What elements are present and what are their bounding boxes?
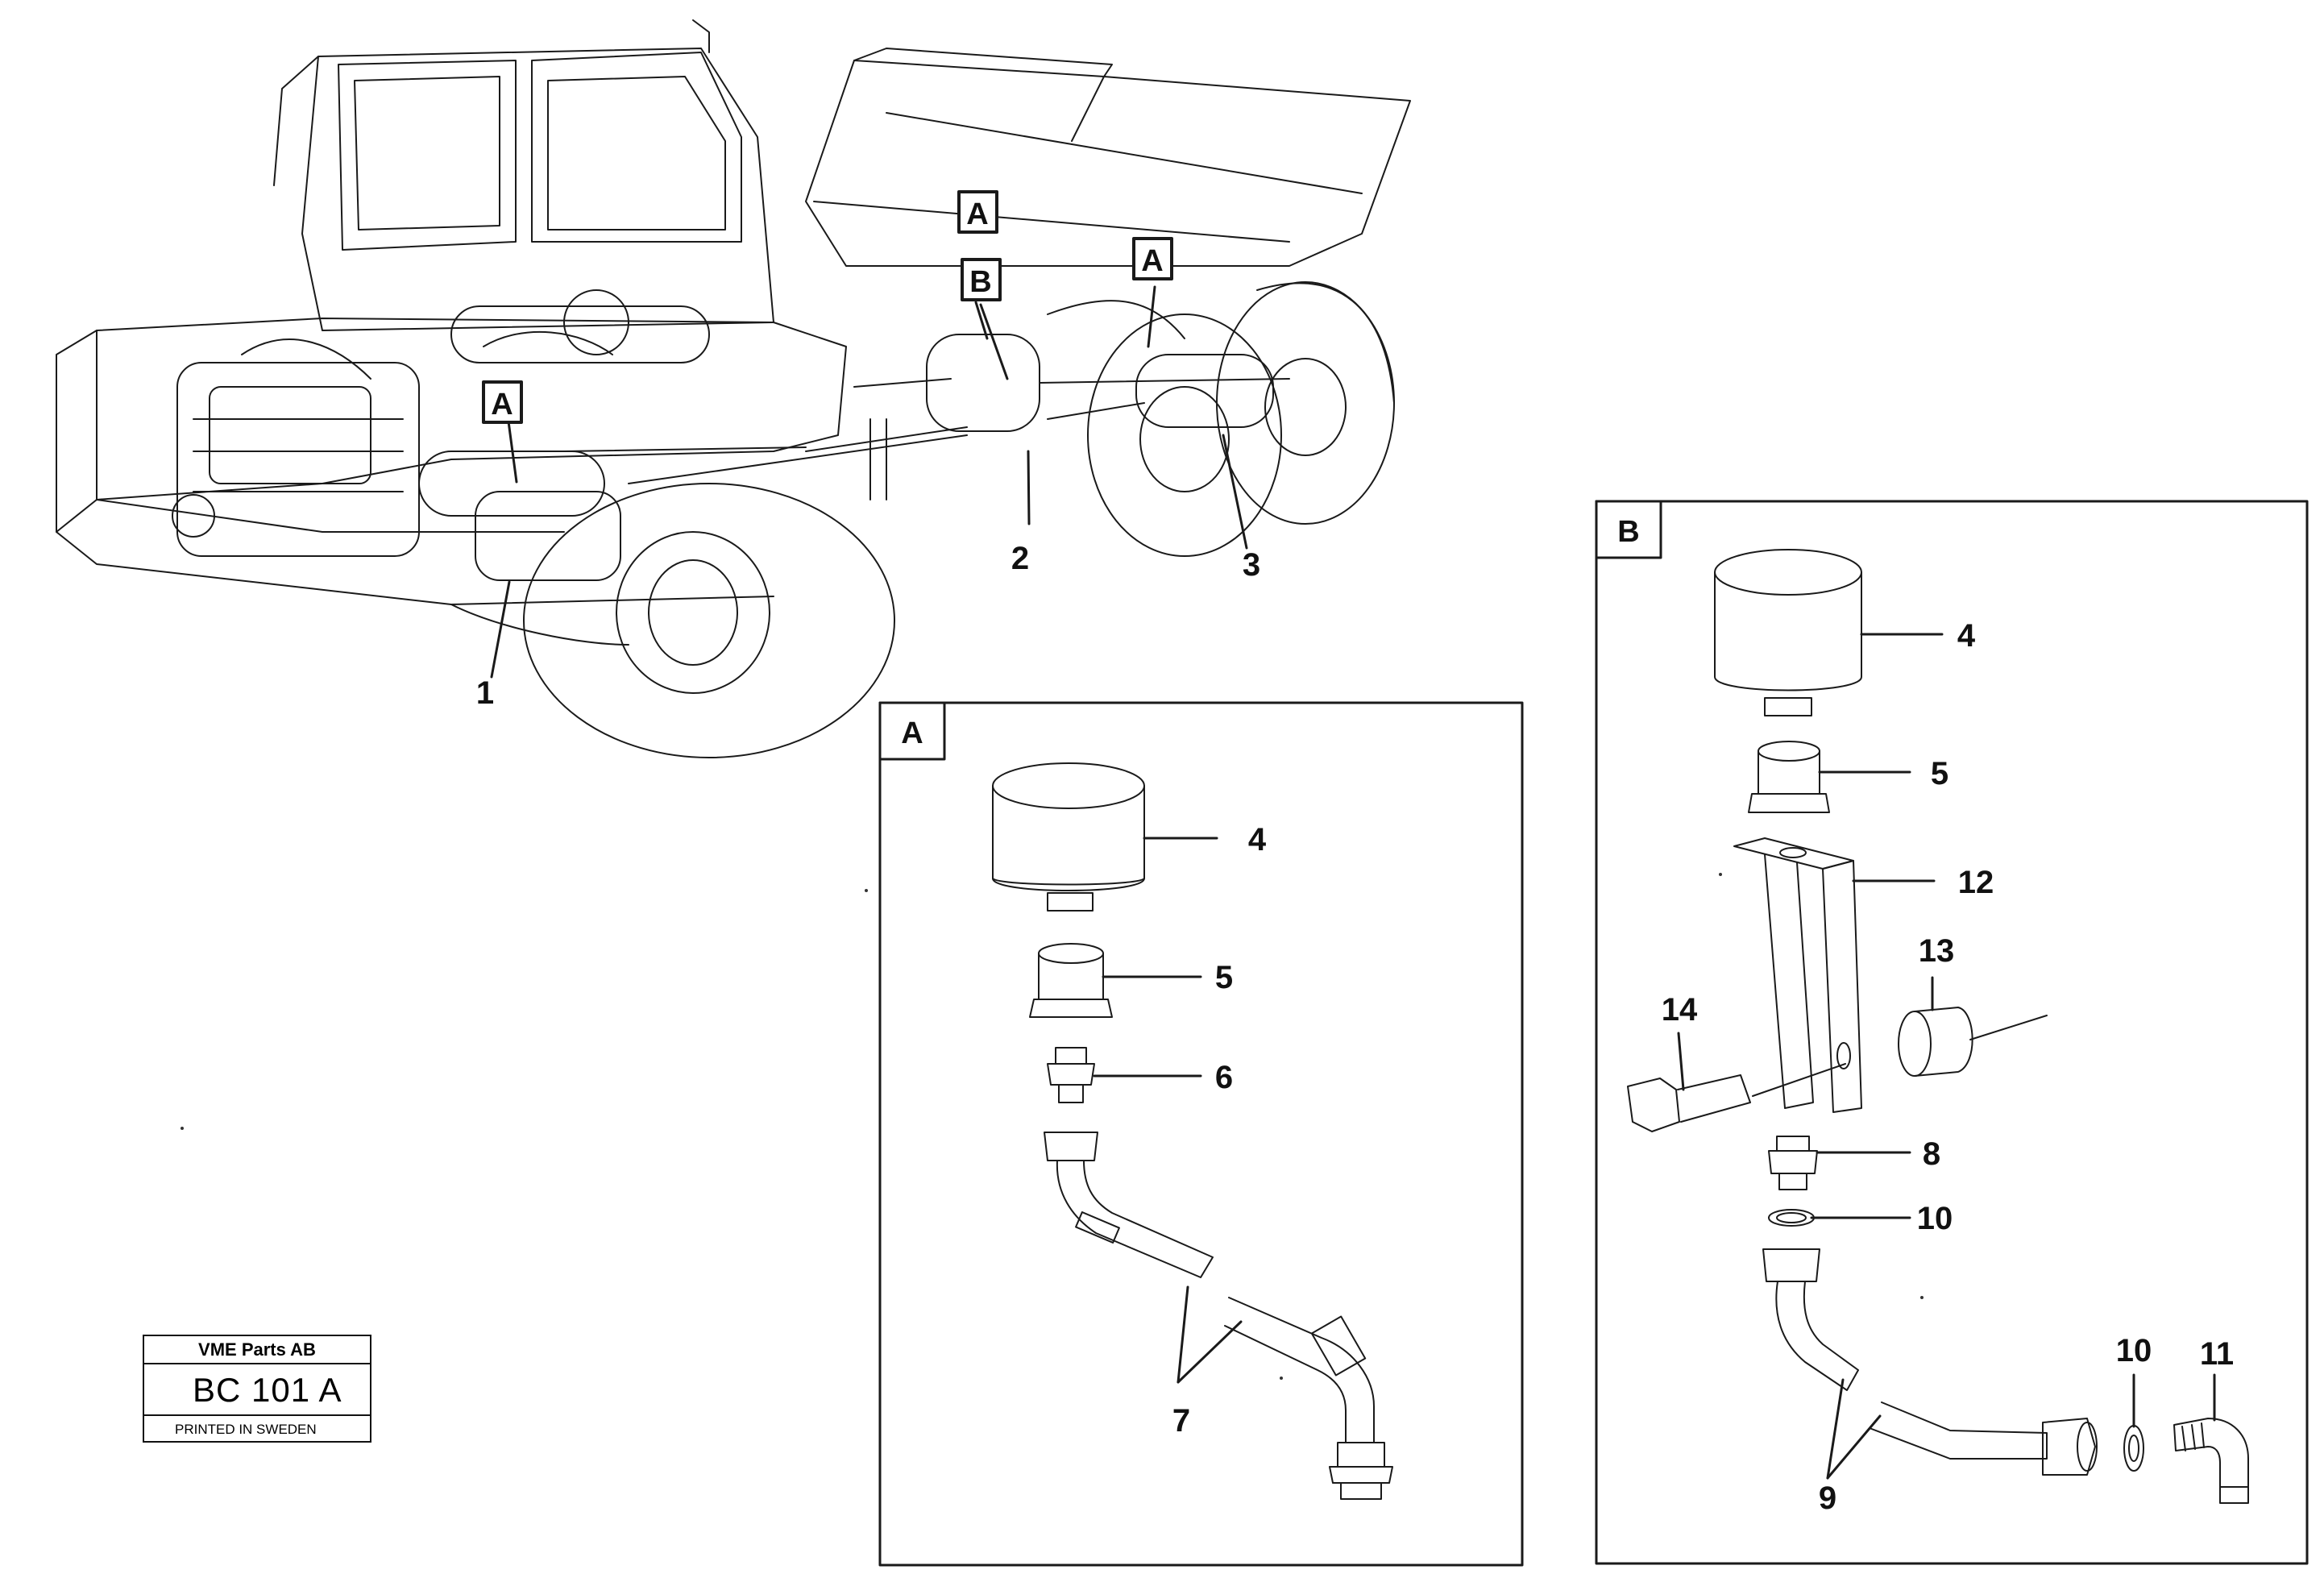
location-tag-a3: A <box>482 380 523 424</box>
callout-b-9: 9 <box>1819 1480 1836 1516</box>
detail-b-parts <box>1627 549 2249 1504</box>
callout-2: 2 <box>1011 541 1029 576</box>
detail-a-leaders <box>1093 837 1243 1384</box>
svg-text:A: A <box>966 197 988 231</box>
title-stamp: VME Parts AB BC 101 A PRINTED IN SWEDEN <box>143 1335 371 1443</box>
location-tag-a1: A <box>957 190 998 234</box>
detail-b-frame: B <box>1595 500 2309 1565</box>
svg-text:B: B <box>1617 515 1639 549</box>
callout-b-10b: 10 <box>2116 1333 2152 1368</box>
stamp-code: BC 101 A <box>144 1364 370 1416</box>
callout-1: 1 <box>476 675 494 711</box>
hauler-illustration <box>56 19 1411 758</box>
bracket <box>1733 837 1854 870</box>
callout-a-4: 4 <box>1248 822 1267 858</box>
callout-a-6: 6 <box>1215 1060 1233 1095</box>
breather-filter-b <box>1714 571 1862 691</box>
callout-b-8: 8 <box>1923 1136 1940 1172</box>
callout-b-12: 12 <box>1958 865 1994 900</box>
location-tag-b: B <box>961 258 1002 301</box>
callout-3: 3 <box>1243 547 1260 583</box>
breather-filter-a <box>992 785 1145 891</box>
detail-a-parts <box>992 762 1393 1500</box>
svg-text:B: B <box>969 265 991 299</box>
svg-text:A: A <box>491 388 513 421</box>
callout-b-13: 13 <box>1919 933 1955 969</box>
callout-b-4: 4 <box>1957 618 1976 654</box>
overview-leaders <box>490 285 1248 679</box>
stamp-company: VME Parts AB <box>144 1336 370 1364</box>
detail-b-leaders <box>1677 633 2216 1480</box>
scan-specks <box>181 873 1924 1380</box>
location-tag-a2: A <box>1132 237 1173 280</box>
callout-a-5: 5 <box>1215 960 1233 995</box>
svg-text:A: A <box>1141 244 1163 278</box>
callout-a-7: 7 <box>1172 1403 1190 1439</box>
stamp-printed: PRINTED IN SWEDEN <box>175 1422 317 1437</box>
callout-b-5: 5 <box>1931 756 1948 791</box>
callout-b-14: 14 <box>1662 992 1698 1028</box>
callout-b-10: 10 <box>1917 1201 1953 1236</box>
detail-a-frame: A <box>878 701 1524 1567</box>
svg-text:A: A <box>901 716 923 750</box>
callout-b-11: 11 <box>2200 1336 2234 1372</box>
